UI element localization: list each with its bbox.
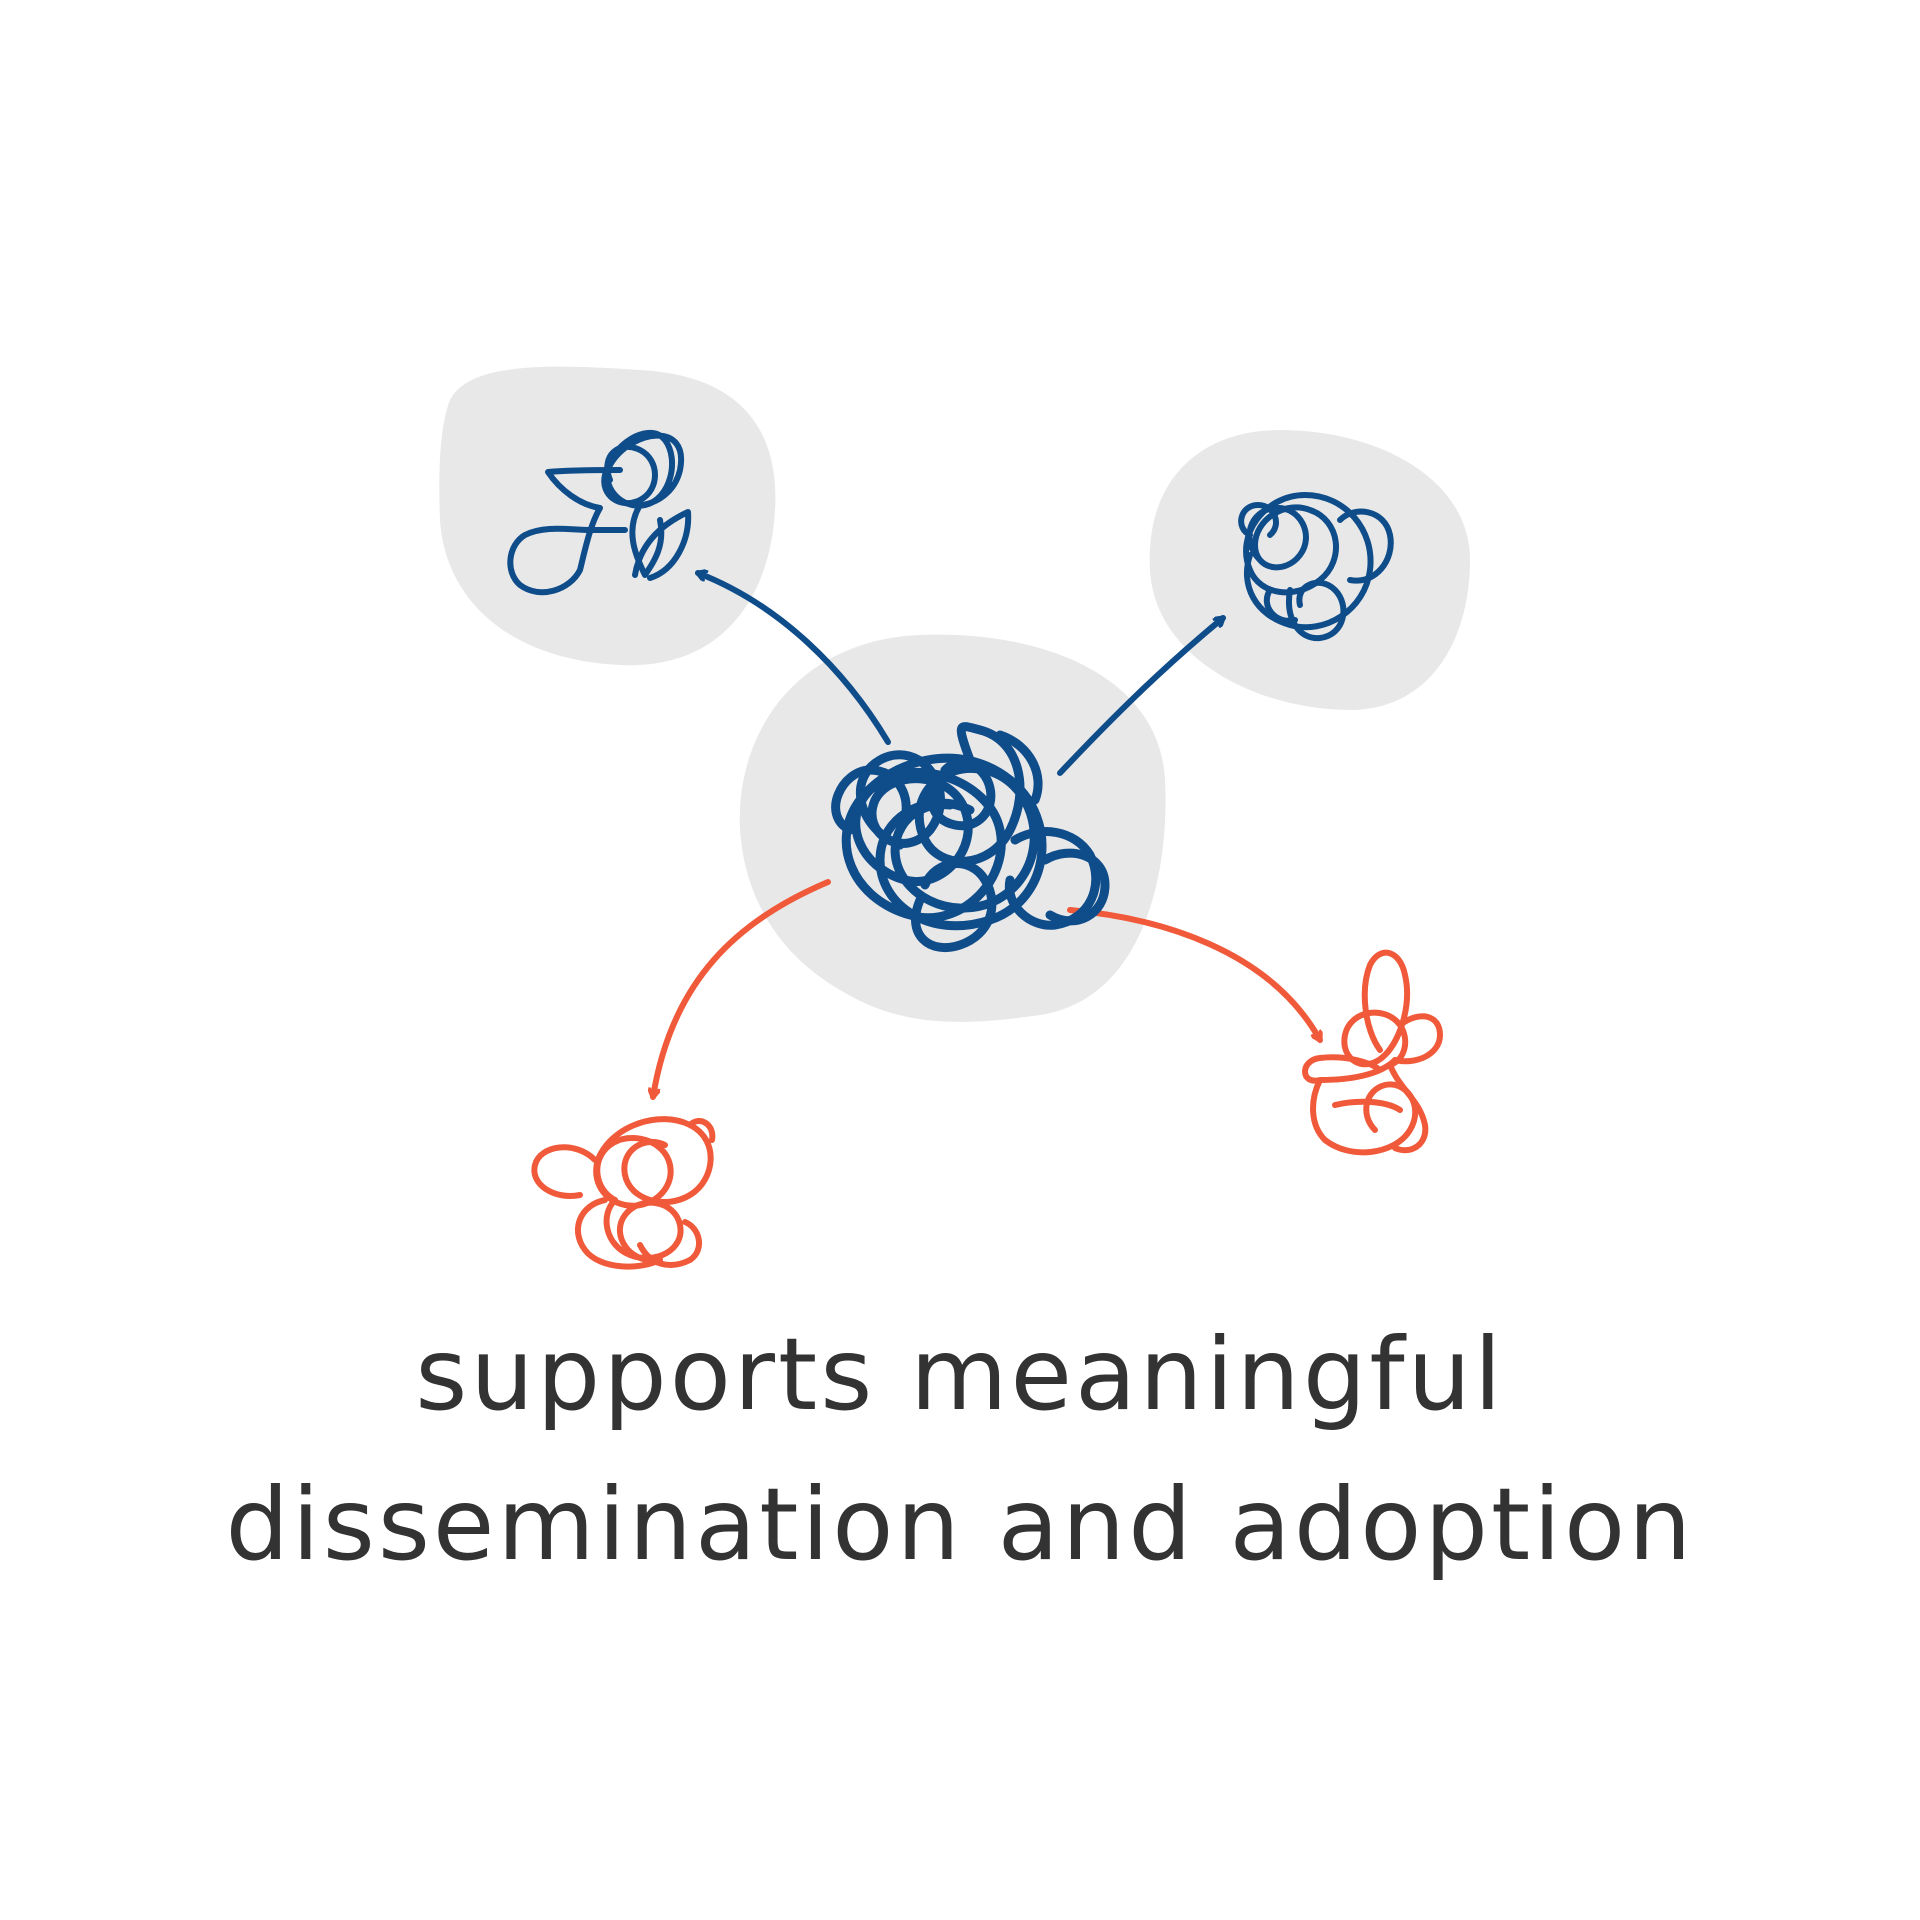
caption-line-2: dissemination and adoption (225, 1466, 1695, 1583)
bottom-right-tangle-icon (1302, 949, 1443, 1156)
arrow-to-bottom-left (653, 879, 831, 1100)
arrow-to-bottom-right (1067, 907, 1323, 1043)
caption-line-1: supports meaningful (415, 1316, 1505, 1433)
bubble-top-right (1149, 430, 1470, 710)
caption: supports meaningful dissemination and ad… (0, 1300, 1920, 1600)
bubble-top-left (439, 366, 776, 666)
center-tangle-icon (831, 722, 1110, 953)
top-left-sprout-tangle-icon (507, 429, 692, 596)
bottom-left-tangle-icon (531, 1116, 716, 1270)
top-right-tangle-icon (1238, 492, 1394, 642)
arrow-to-top-left (695, 573, 891, 745)
arrow-to-top-right (1057, 615, 1226, 776)
